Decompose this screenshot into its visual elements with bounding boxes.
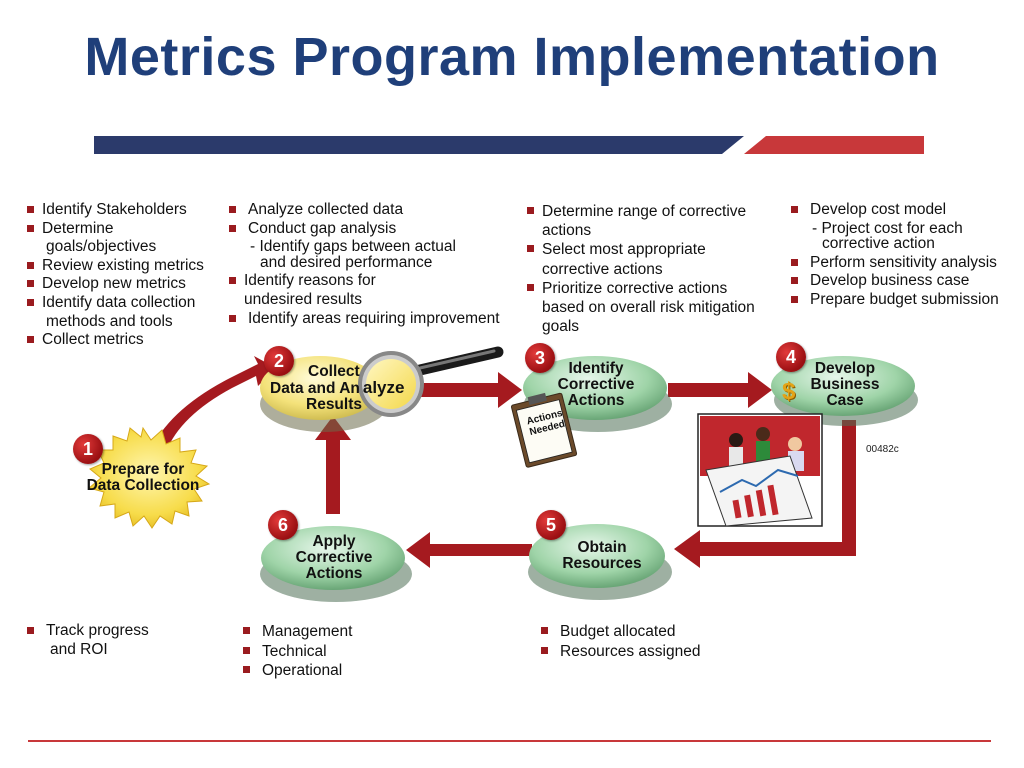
dollar-icon: $ [782,378,796,405]
stage3-label-line: Identify [568,360,624,377]
arrow-4-to-5 [674,420,856,568]
clipboard-icon [510,392,578,468]
list-item: Develop business case [790,272,999,291]
stage5-number-badge: 5 [536,510,566,540]
list-item: Identify areas requiring improvement [228,310,500,329]
stage2-disc [260,356,380,420]
stage2-label-magnified: alyze [362,378,405,397]
stage1-label: Prepare for Data Collection [80,462,206,494]
list-item: Conduct gap analysis [228,220,500,239]
stage3-label-line: Actions [567,392,625,409]
list-item: Select most appropriate [526,240,755,259]
list-item: Identify reasons for [228,272,500,291]
list-item: Prioritize corrective actions [526,279,755,298]
red-bar [744,136,924,154]
navy-bar [94,136,744,154]
list-item: goals/objectives [46,238,157,256]
list-item: - Identify gaps between actual [250,238,456,256]
stage6-label-line: Actions [305,565,363,582]
business-meeting-illustration [697,413,823,527]
title-divider-bar [94,136,924,154]
stage1-bullets: Identify Stakeholders Determine goals/ob… [26,201,204,350]
arrow-6-to-2 [315,416,351,514]
stage5-label-line: Resources [562,555,642,572]
stage6-disc [261,526,405,590]
stage4-label-line: Case [826,392,864,409]
list-item: Prepare budget submission [790,291,999,310]
stage6-label-line: Apply [312,533,356,550]
stage4-bullets: Develop cost model - Project cost for ea… [790,201,999,310]
list-item: methods and tools [46,312,173,330]
list-item: Collect metrics [26,331,204,350]
stage5-label-line: Obtain [577,539,627,556]
list-item: Management [242,622,352,642]
list-item: and desired performance [260,253,433,271]
arrow-2-to-3 [400,372,522,408]
list-item: Identify Stakeholders [26,201,204,220]
stage4-label-line: Develop [814,360,876,377]
stage2-label-line: Results [306,396,362,413]
list-item: - Project cost for each [812,219,963,237]
list-item: Technical [242,642,352,662]
list-item: Review existing metrics [26,257,204,276]
arrow-1-to-2 [150,356,276,452]
stage5-disc [529,524,665,588]
stage6-bullets: Management Technical Operational [242,622,352,681]
stage2-bullets: Analyze collected data Conduct gap analy… [228,201,500,328]
stage3-number-badge: 3 [525,343,555,373]
stage1-label-line: Prepare for [101,461,185,478]
stage1-label-line: Data Collection [86,477,200,494]
stage6-label-line: Corrective [295,549,373,566]
list-item: Perform sensitivity analysis [790,254,999,273]
list-item: corrective actions [542,260,663,278]
arrow-5-to-6 [406,532,532,568]
list-item: Determine [26,220,204,239]
stage5-bullets: Budget allocated Resources assigned [540,622,700,661]
list-item: based on overall risk mitigation [542,299,755,317]
list-item: undesired results [244,290,363,308]
stage4-number-badge: 4 [776,342,806,372]
list-item: goals [542,318,580,336]
list-item: Identify data collection [26,294,204,313]
stage3-bullets: Determine range of corrective actions Se… [526,202,755,336]
stage2-label-part: Data and An [270,380,360,397]
stage4-label-line: Business [810,376,880,393]
magnifier-icon [358,346,504,417]
list-item: Resources assigned [540,642,700,662]
stage6-number-badge: 6 [268,510,298,540]
figure-code: 00482c [866,444,899,455]
stage6-label: Apply Corrective Actions [284,534,384,582]
list-item: Budget allocated [540,622,700,642]
stage4-label: Develop Business Case [800,361,890,409]
stage1-number-badge: 1 [73,434,103,464]
list-item: Track progress [26,622,149,641]
list-item: actions [542,222,592,240]
stage2-label-line: Collect [308,363,360,380]
list-item: Develop new metrics [26,275,204,294]
stage4-disc [771,356,915,416]
stage3-label: Identify Corrective Actions [546,361,646,409]
list-item: Analyze collected data [228,201,500,220]
stage5-label: Obtain Resources [552,540,652,572]
arrow-3-to-4 [668,372,772,408]
page-title: Metrics Program Implementation [84,27,940,87]
list-item: and ROI [50,640,108,658]
list-item: Operational [242,661,352,681]
list-item: corrective action [822,235,935,253]
list-item: Determine range of corrective [526,202,755,221]
track-bullets: Track progress and ROI [26,622,149,659]
list-item: Develop cost model [790,201,999,220]
stage3-label-line: Corrective [557,376,635,393]
stage2-number-badge: 2 [264,346,294,376]
footer-divider [28,740,991,742]
